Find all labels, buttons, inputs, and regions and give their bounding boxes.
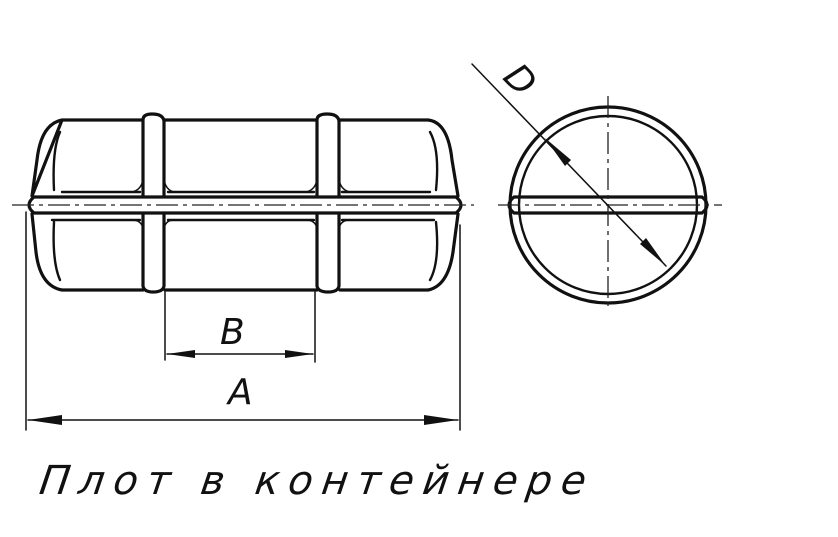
dimension-d-label: D xyxy=(495,56,544,104)
left-strap xyxy=(141,112,166,294)
dimension-d: D xyxy=(471,56,667,267)
dimension-a-arrow-right xyxy=(424,415,458,425)
end-view-seam-band xyxy=(507,195,709,215)
dimension-b-label: B xyxy=(220,312,245,353)
container-body-outline xyxy=(30,118,460,292)
dimension-a: A xyxy=(25,211,461,431)
dimension-a-arrow-left xyxy=(28,415,62,425)
dimension-b-arrow-right xyxy=(285,350,313,358)
drawing-caption: Плот в контейнере xyxy=(36,458,599,504)
container-seam-band xyxy=(27,195,463,215)
dimension-b: B xyxy=(164,291,316,363)
dimension-b-arrow-left xyxy=(167,350,195,358)
dimension-d-arrow-bottom xyxy=(640,238,666,266)
container-inner-top xyxy=(52,130,439,194)
container-side-view xyxy=(12,112,474,294)
dimension-a-label: A xyxy=(226,372,253,413)
right-strap xyxy=(315,112,341,294)
container-inner-bottom xyxy=(50,218,439,282)
container-end-view xyxy=(498,96,722,306)
strap-fillets xyxy=(131,179,351,229)
dimension-d-arrow-top xyxy=(545,138,571,166)
dimension-d-leader xyxy=(471,63,667,267)
